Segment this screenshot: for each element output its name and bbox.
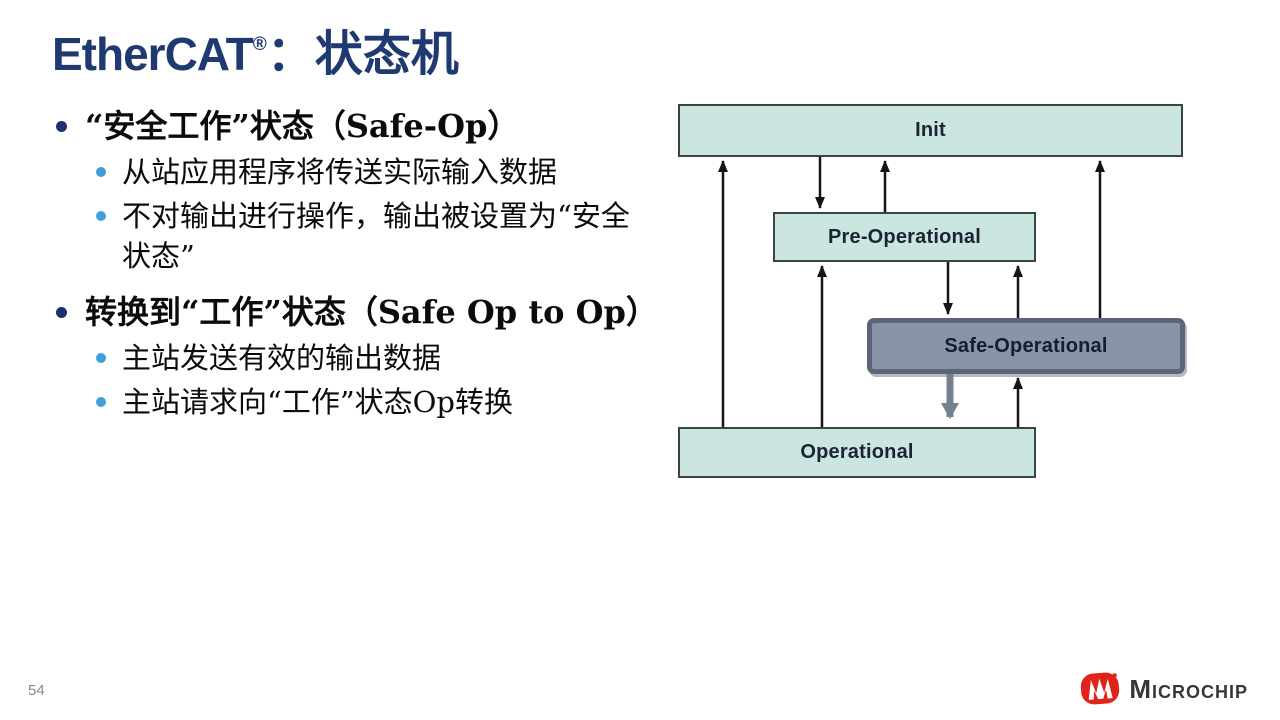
state-label-operational: Operational: [800, 441, 914, 463]
bullet-text: 主站请求向“工作”状态Op转换: [122, 385, 513, 419]
title-brand: EtherCAT: [52, 28, 254, 80]
bullet-text: “安全工作”状态（Safe-Op）: [85, 107, 520, 145]
state-machine-diagram: Init Pre-Operational Safe-Operational Op…: [660, 90, 1230, 490]
microchip-logo-icon: [1081, 672, 1120, 705]
bullet-item: “安全工作”状态（Safe-Op）: [48, 104, 698, 148]
bullet-item: 不对输出进行操作，输出被设置为“安全状态”: [48, 196, 648, 276]
bullet-text: 从站应用程序将传送实际输入数据: [122, 155, 558, 189]
bullet-icon: [96, 353, 106, 363]
bullet-item: 从站应用程序将传送实际输入数据: [48, 152, 648, 192]
bullet-text: 主站发送有效的输出数据: [122, 341, 442, 375]
state-box-safe-operational: Safe-Operational: [867, 318, 1185, 374]
page-number: 54: [28, 682, 45, 699]
bullet-icon: [96, 397, 106, 407]
microchip-logo-text: Microchip: [1129, 673, 1248, 704]
bullet-text: 不对输出进行操作，输出被设置为“安全状态”: [122, 199, 630, 273]
state-label-pre-operational: Pre-Operational: [827, 225, 982, 248]
bullet-item: 主站发送有效的输出数据: [48, 338, 648, 378]
bullet-text: 转换到“工作”状态（Safe Op to Op）: [85, 293, 658, 331]
state-label-safe-operational: Safe-Operational: [944, 334, 1108, 357]
bullet-icon: [96, 211, 106, 221]
bullet-list: “安全工作”状态（Safe-Op） 从站应用程序将传送实际输入数据不对输出进行操作…: [48, 98, 698, 422]
title-topic: 状态机: [314, 26, 459, 82]
registered-mark: ®: [252, 34, 267, 55]
state-box-init: Init: [678, 104, 1183, 157]
bullet-item: 主站请求向“工作”状态Op转换: [48, 382, 648, 422]
state-box-operational: Operational: [678, 427, 1036, 478]
microchip-logo: Microchip: [1079, 670, 1248, 708]
title-separator: ：: [266, 26, 315, 82]
state-label-init: Init: [915, 119, 946, 141]
page-title: EtherCAT®：状态机: [52, 14, 459, 84]
bullet-item: 转换到“工作”状态（Safe Op to Op）: [48, 290, 698, 334]
bullet-icon: [56, 121, 67, 132]
bullet-icon: [96, 167, 106, 177]
bullet-icon: [56, 307, 67, 318]
state-box-pre-operational: Pre-Operational: [773, 212, 1036, 262]
